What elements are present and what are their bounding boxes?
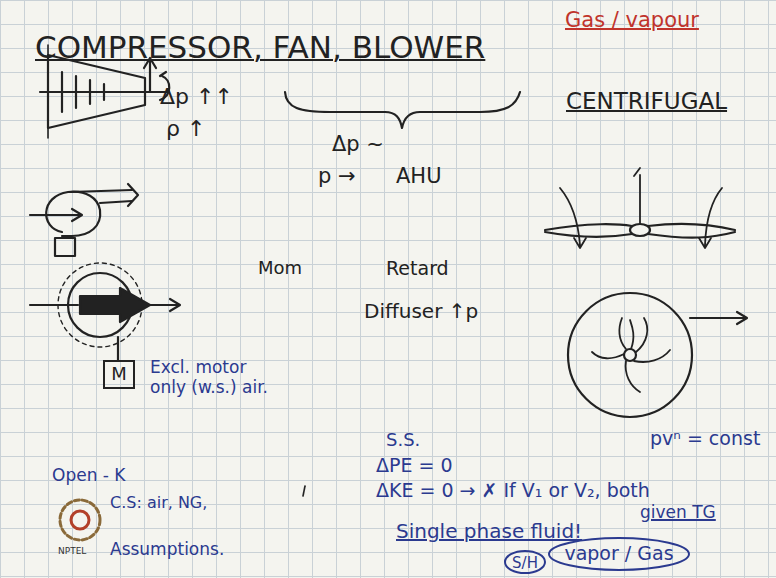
density-rise: ρ ↑ xyxy=(166,116,205,141)
note-word: Diffuser ↑p xyxy=(364,300,478,323)
pressure-note: Δp ~ xyxy=(332,132,384,156)
process-equation: pvⁿ = const xyxy=(650,428,760,450)
assumption-note: ΔKE = 0 → ✗ If V₁ or V₂, both xyxy=(376,480,650,502)
assumption-note: Open - K xyxy=(52,466,126,486)
node-text: vapor / Gas xyxy=(564,543,673,565)
outline-shape xyxy=(549,538,689,570)
fluid-blob: vapor / Gas xyxy=(548,537,690,571)
outline-shape xyxy=(104,361,134,388)
note-word: Retard xyxy=(386,258,449,280)
motor-box: M xyxy=(103,360,135,389)
assumption-note: given TG xyxy=(640,503,716,523)
motor-note: Excl. motor only (w.s.) air. xyxy=(150,358,268,397)
title-heading: COMPRESSOR, FAN, BLOWER xyxy=(35,30,485,66)
node-text: S/H xyxy=(512,555,538,572)
pressure-note: p → xyxy=(318,164,356,188)
unit-name: AHU xyxy=(396,164,442,188)
outline-shape xyxy=(505,551,545,573)
assumption-note: ΔPE = 0 xyxy=(376,455,453,477)
node-text: M xyxy=(111,364,127,385)
assumption-note: S.S. xyxy=(386,430,420,451)
emphasis-note: Single phase fluid! xyxy=(396,520,582,543)
type-heading: CENTRIFUGAL xyxy=(566,88,727,114)
state-circle: S/H xyxy=(504,550,546,574)
assumption-note: C.S: air, NG, xyxy=(110,494,207,512)
note-word: Mom xyxy=(258,258,302,279)
logo-text: NPTEL xyxy=(58,546,86,556)
assumption-note: Assumptions. xyxy=(110,540,224,560)
pressure-rise: Δp ↑↑ xyxy=(160,84,233,109)
material-note: Gas / vapour xyxy=(565,8,699,32)
